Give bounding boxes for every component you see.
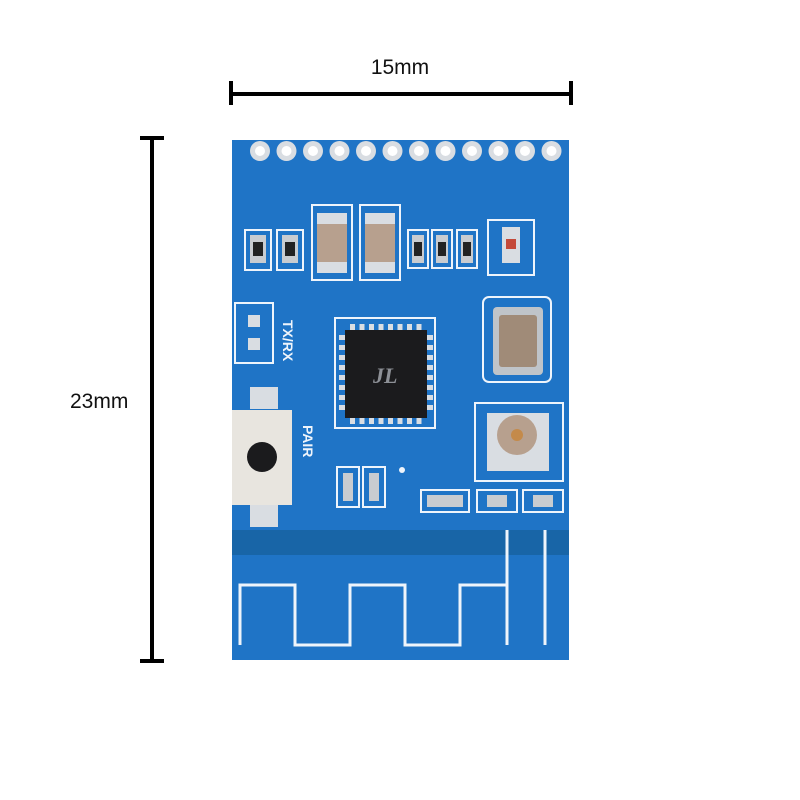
- chip-pin: [416, 418, 422, 424]
- silkscreen-pair: PAIR: [300, 425, 316, 457]
- chip-pin: [378, 418, 384, 424]
- chip-pin: [427, 345, 433, 350]
- chip-pin: [407, 324, 412, 330]
- castellated-pin-hole: [255, 146, 265, 156]
- width-dimension-cap-right: [569, 81, 573, 105]
- chip-pin: [359, 418, 365, 424]
- txrx-led-2: [248, 338, 260, 350]
- smd-passives-top: [244, 204, 535, 281]
- chip-pin: [339, 355, 345, 360]
- chip-pin: [339, 365, 345, 370]
- smd-components-top: [250, 213, 520, 273]
- chip-pin: [397, 324, 403, 330]
- castellated-pins: [250, 141, 562, 161]
- chip-logo: JL: [372, 363, 397, 388]
- height-dimension-line: [150, 137, 154, 662]
- bluetooth-module-photo: TX/RX JL PAIR: [232, 140, 569, 660]
- chip-pin: [427, 375, 433, 380]
- chip-pin: [339, 335, 345, 340]
- chip-pin: [388, 418, 393, 424]
- chip-pin: [378, 324, 384, 330]
- chip-pin: [359, 324, 365, 330]
- chip-pin: [397, 418, 403, 424]
- main-chip-pins: [339, 324, 433, 424]
- chip-pin: [350, 418, 355, 424]
- height-dimension-label: 23mm: [70, 390, 129, 413]
- main-chip-outline: [334, 317, 436, 429]
- height-dimension-cap-bottom: [140, 659, 164, 663]
- txrx-led-outline: [234, 302, 274, 364]
- chip-pin: [427, 365, 433, 370]
- chip-pin: [427, 335, 433, 340]
- pair-button-cap: [247, 442, 277, 472]
- main-chip: [345, 330, 427, 418]
- silkscreen-txrx: TX/RX: [280, 320, 296, 362]
- castellated-pin-hole: [520, 146, 530, 156]
- chip-pin: [427, 405, 433, 410]
- castellated-pin-hole: [334, 146, 345, 156]
- pair-button-pad-bottom: [250, 505, 278, 527]
- height-dimension-cap-top: [140, 136, 164, 140]
- smd-passives-bottom: [336, 466, 564, 513]
- chip-pin: [427, 355, 433, 360]
- chip-pin: [369, 324, 374, 330]
- crystal-outline: [482, 296, 552, 383]
- castellated-pin-hole: [281, 146, 292, 156]
- antenna-connector-center: [511, 429, 523, 441]
- castellated-pin-hole: [493, 146, 504, 156]
- width-dimension-label: 15mm: [370, 56, 430, 79]
- castellated-pin-hole: [387, 146, 398, 156]
- chip-pin: [427, 395, 433, 400]
- chip-pin: [427, 385, 433, 390]
- chip-pin: [339, 345, 345, 350]
- chip-pin: [407, 418, 412, 424]
- castellated-pin-hole: [414, 146, 424, 156]
- castellated-pin-hole: [308, 146, 318, 156]
- width-dimension-cap-left: [229, 81, 233, 105]
- chip-pin: [350, 324, 355, 330]
- castellated-pin-hole: [546, 146, 557, 156]
- chip-pin: [416, 324, 422, 330]
- pcb-shadow-band: [232, 530, 569, 555]
- pcb-trace-antenna-path: [238, 530, 547, 647]
- width-dimension-line: [230, 92, 572, 96]
- castellated-pin-hole: [440, 146, 451, 156]
- antenna-connector-outline: [474, 402, 564, 482]
- castellated-pin-hole: [467, 146, 477, 156]
- crystal-top: [499, 315, 537, 367]
- chip-pin: [339, 395, 345, 400]
- txrx-led-1: [248, 315, 260, 327]
- chip-pin: [339, 375, 345, 380]
- chip-pin: [339, 405, 345, 410]
- castellated-pin-hole: [361, 146, 371, 156]
- chip-pin: [339, 385, 345, 390]
- chip-pin: [369, 418, 374, 424]
- pair-button-pad-top: [250, 387, 278, 409]
- chip-pin: [388, 324, 393, 330]
